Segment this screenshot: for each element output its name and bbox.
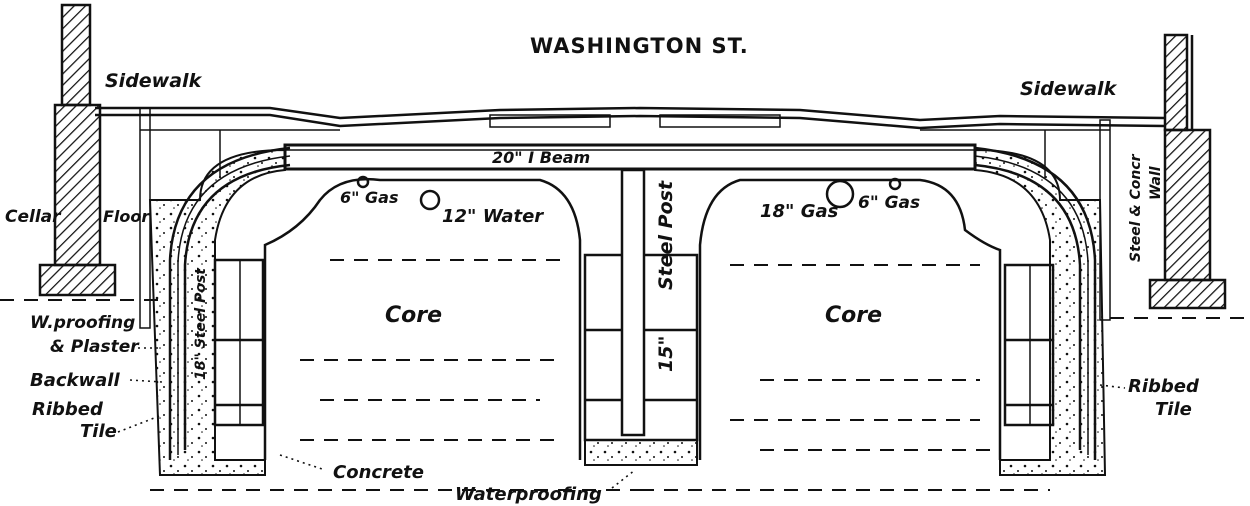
label-steel-post-left: 18" Steel Post xyxy=(193,267,209,380)
label-cellar: Cellar xyxy=(5,207,62,227)
left-core-outline xyxy=(263,178,582,460)
label-tile-left: Tile xyxy=(80,421,117,442)
label-sidewalk-right: Sidewalk xyxy=(1020,78,1118,100)
earth-strata xyxy=(0,259,1250,491)
gas-pipe-6-right xyxy=(888,177,902,191)
leader-concrete xyxy=(279,454,326,471)
label-sidewalk-left: Sidewalk xyxy=(105,70,203,92)
label-post-size-15: 15" xyxy=(655,336,677,372)
leader-ribbed-right xyxy=(1099,384,1126,389)
right-core-outline xyxy=(698,178,1002,460)
gas-pipe-6-left xyxy=(356,175,370,189)
label-gas-6-right: 6" Gas xyxy=(858,193,920,213)
label-plaster: & Plaster xyxy=(50,337,140,357)
i-beam xyxy=(283,143,977,171)
label-water-12: 12" Water xyxy=(442,206,544,227)
gas-pipe-18 xyxy=(825,179,855,209)
leader-waterproofing xyxy=(611,469,636,489)
right-building-wall xyxy=(1148,33,1227,310)
label-core-left: Core xyxy=(385,303,442,328)
label-i-beam: 20" I Beam xyxy=(492,148,590,167)
label-gas-18: 18" Gas xyxy=(760,201,839,222)
leader-ribbed-left xyxy=(117,414,163,433)
water-pipe-12 xyxy=(419,189,441,211)
right-arch-ribbed-tile xyxy=(974,146,1097,460)
label-wproofing: W.proofing xyxy=(30,313,135,333)
left-arch-ribbed-tile xyxy=(168,146,291,460)
label-steel-post-center: Steel Post xyxy=(655,180,677,290)
label-tile-right: Tile xyxy=(1155,399,1192,420)
label-core-right: Core xyxy=(825,303,882,328)
street-title: WASHINGTON ST. xyxy=(530,34,749,58)
label-steel-conc-wall: Steel & Concr xyxy=(1128,153,1144,262)
label-waterproofing: Waterproofing xyxy=(455,484,602,505)
label-wall: Wall xyxy=(1148,166,1164,200)
label-concrete: Concrete xyxy=(333,462,424,483)
label-gas-6-left: 6" Gas xyxy=(340,188,399,207)
right-bents xyxy=(1003,263,1055,427)
label-ribbed-right: Ribbed xyxy=(1128,376,1200,397)
center-steel-post xyxy=(620,168,646,437)
label-ribbed-left: Ribbed xyxy=(32,399,104,420)
label-backwall: Backwall xyxy=(30,370,120,391)
left-building-wall xyxy=(38,3,117,297)
left-bents xyxy=(213,258,265,427)
label-floor: Floor xyxy=(103,207,150,226)
